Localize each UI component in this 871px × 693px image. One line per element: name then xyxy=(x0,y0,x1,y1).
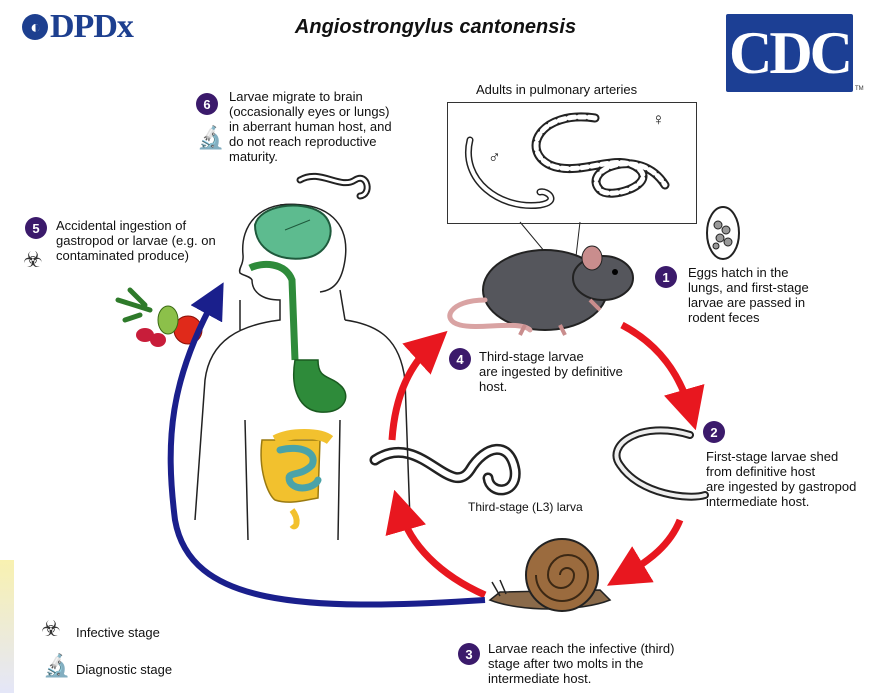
arrow-1-to-2 xyxy=(622,325,690,410)
step-4-badge: 4 xyxy=(449,348,471,370)
step-6-badge: 6 xyxy=(196,93,218,115)
step-6-line: do not reach reproductive xyxy=(229,134,392,149)
step-4-line: Third-stage larvae xyxy=(479,349,623,364)
step-1-line: rodent feces xyxy=(688,310,809,325)
step-6-line: maturity. xyxy=(229,149,392,164)
rat xyxy=(450,246,633,335)
step-6-line: Larvae migrate to brain xyxy=(229,89,392,104)
step-2-line: are ingested by gastropod xyxy=(706,479,856,494)
male-symbol: ♂ xyxy=(488,148,501,168)
step-4-line: host. xyxy=(479,379,623,394)
step-2-badge: 2 xyxy=(703,421,725,443)
step-1-line: lungs, and first-stage xyxy=(688,280,809,295)
l3-larva-label: Third-stage (L3) larva xyxy=(468,500,583,514)
adults-label: Adults in pulmonary arteries xyxy=(476,82,637,97)
step-6-line: in aberrant human host, and xyxy=(229,119,392,134)
step-2-line: First-stage larvae shed xyxy=(706,449,856,464)
step-6-line: (occasionally eyes or lungs) xyxy=(229,104,392,119)
step-3-line: stage after two molts in the xyxy=(488,656,674,671)
step-5-text: Accidental ingestion of gastropod or lar… xyxy=(56,218,216,263)
produce xyxy=(118,290,202,347)
step-5-line: gastropod or larvae (e.g. on xyxy=(56,233,216,248)
legend-infective: Infective stage xyxy=(76,625,160,640)
arrow-3-to-5 xyxy=(171,298,485,605)
arrow-l3-to-4 xyxy=(392,345,432,440)
arrow-2-to-3 xyxy=(625,520,680,575)
human-figure xyxy=(195,204,410,540)
step-3-line: Larvae reach the infective (third) xyxy=(488,641,674,656)
step-3-text: Larvae reach the infective (third) stage… xyxy=(488,641,674,686)
arrow-3-to-l3 xyxy=(400,510,485,595)
step-2-text: First-stage larvae shed from definitive … xyxy=(706,449,856,509)
snail xyxy=(490,539,610,611)
female-symbol: ♀ xyxy=(652,110,665,130)
step-3-badge: 3 xyxy=(458,643,480,665)
step-1-line: larvae are passed in xyxy=(688,295,809,310)
legend-diagnostic: Diagnostic stage xyxy=(76,662,172,677)
microscope-icon: 🔬 xyxy=(197,127,224,149)
step-2-line: from definitive host xyxy=(706,464,856,479)
step-4-text: Third-stage larvae are ingested by defin… xyxy=(479,349,623,394)
legend-microscope-icon: 🔬 xyxy=(43,655,70,677)
first-stage-larva xyxy=(616,430,705,496)
step-5-line: contaminated produce) xyxy=(56,248,216,263)
biohazard-icon: ☣ xyxy=(23,249,43,271)
step-6-text: Larvae migrate to brain (occasionally ey… xyxy=(229,89,392,164)
step-5-badge: 5 xyxy=(25,217,47,239)
step-1-text: Eggs hatch in the lungs, and first-stage… xyxy=(688,265,809,325)
step-3-line: intermediate host. xyxy=(488,671,674,686)
step-5-line: Accidental ingestion of xyxy=(56,218,216,233)
step-1-badge: 1 xyxy=(655,266,677,288)
legend-biohazard-icon: ☣ xyxy=(41,618,61,640)
egg xyxy=(707,207,739,259)
step-2-line: intermediate host. xyxy=(706,494,856,509)
step-4-line: are ingested by definitive xyxy=(479,364,623,379)
step-1-line: Eggs hatch in the xyxy=(688,265,809,280)
